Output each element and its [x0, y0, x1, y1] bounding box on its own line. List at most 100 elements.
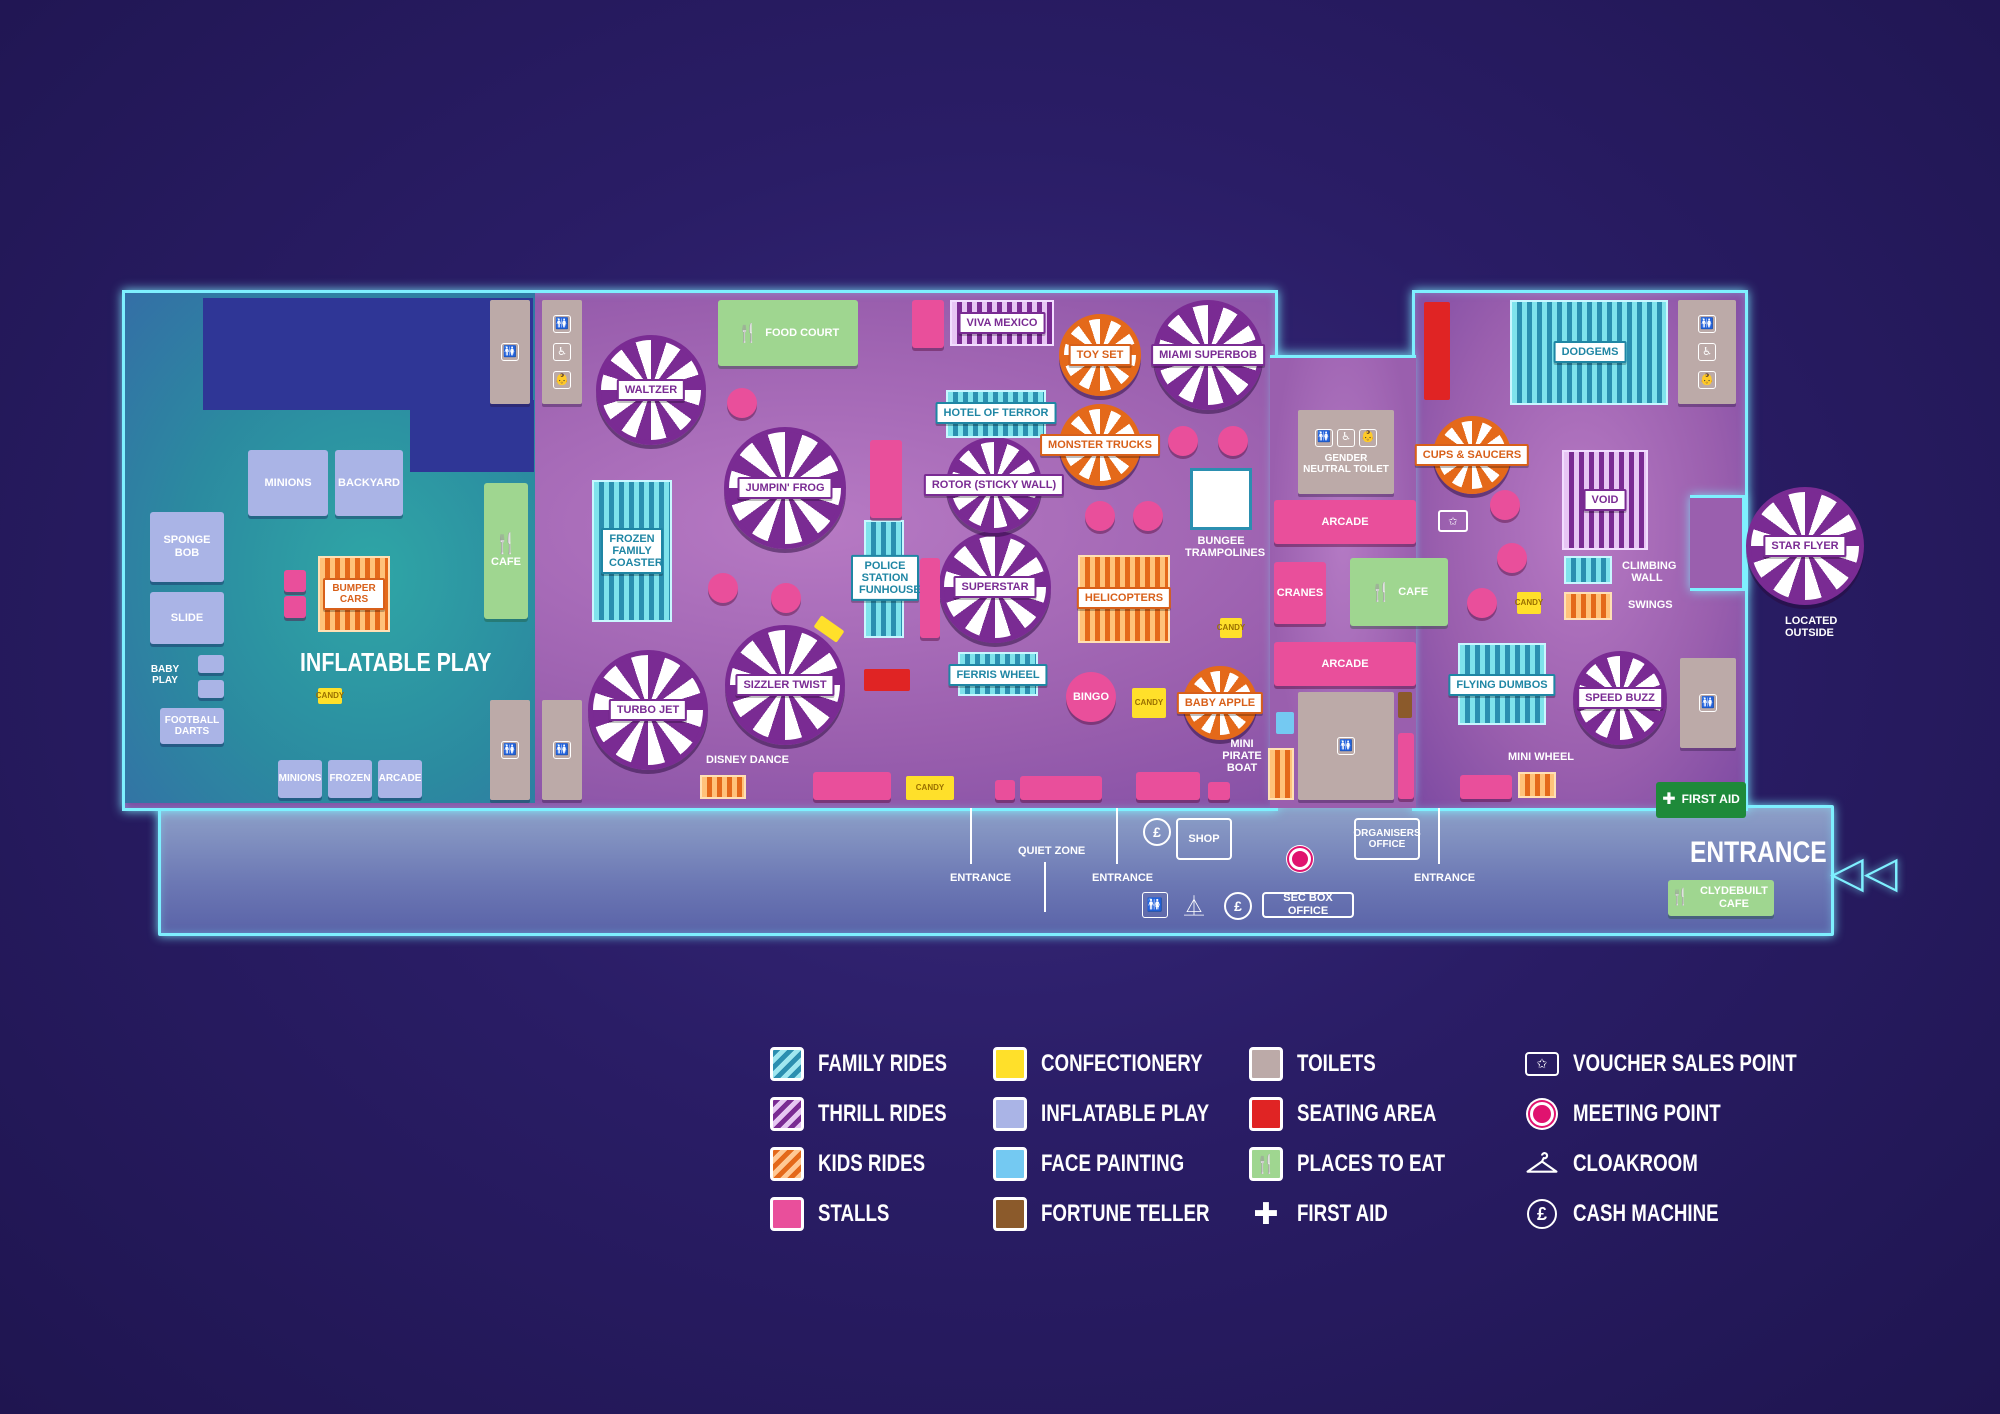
- meeting-point-icon[interactable]: [1286, 845, 1314, 873]
- stall-round[interactable]: [1497, 543, 1527, 573]
- swings-label: SWINGS: [1628, 599, 1673, 611]
- cutlery-icon: 🍴: [1369, 581, 1393, 602]
- dark-blue-area-2: [410, 400, 534, 472]
- inflatable-sponge-bob[interactable]: SPONGE BOB: [150, 512, 224, 582]
- gender-neutral-toilet[interactable]: 🚻 ♿ 👶 GENDER NEUTRAL TOILET: [1298, 410, 1394, 494]
- toilet-icon: 🚻: [501, 343, 519, 361]
- stall-5[interactable]: [995, 780, 1015, 800]
- speed-buzz-label: SPEED BUZZ: [1577, 686, 1663, 710]
- stall-9[interactable]: [1398, 733, 1414, 799]
- stall-1[interactable]: [912, 300, 944, 348]
- ride-mini-pirate-boat[interactable]: [1268, 748, 1294, 800]
- quiet-zone-arrow: [1044, 862, 1046, 912]
- stall-7[interactable]: [1136, 772, 1200, 800]
- viva-mexico-label: VIVA MEXICO: [958, 311, 1046, 335]
- confectionery-inflatable[interactable]: CANDY: [316, 688, 344, 704]
- cafe-main[interactable]: 🍴 CAFE: [1350, 558, 1448, 626]
- confectionery-1[interactable]: CANDY: [1132, 688, 1166, 718]
- stall-round[interactable]: [727, 388, 757, 418]
- toilets-east-north[interactable]: 🚻 ♿ 👶: [1678, 300, 1736, 404]
- toilets-central[interactable]: 🚻: [1298, 692, 1394, 800]
- voucher-icon[interactable]: ✩: [1438, 510, 1468, 532]
- food-court[interactable]: 🍴 FOOD COURT: [718, 300, 858, 366]
- places-to-eat-swatch: 🍴: [1249, 1147, 1283, 1181]
- inflatable-baby-play-2[interactable]: [198, 680, 224, 698]
- toilets-north-1[interactable]: 🚻: [490, 300, 530, 404]
- meeting-point-ring: [1526, 1098, 1558, 1130]
- cafe-inflatable[interactable]: 🍴 CAFE: [484, 483, 528, 619]
- stall-4[interactable]: [813, 772, 891, 800]
- seating-area-2[interactable]: [864, 669, 910, 691]
- voucher-ticket-shape: ✩: [1525, 1052, 1559, 1076]
- toilets-south-1[interactable]: 🚻: [490, 700, 530, 800]
- bingo[interactable]: BINGO: [1066, 672, 1116, 722]
- ride-frozen-family-coaster[interactable]: FROZEN FAMILY COASTER: [592, 480, 672, 622]
- inflatable-slide[interactable]: SLIDE: [150, 592, 224, 644]
- inflatable-football-darts[interactable]: FOOTBALL DARTS: [160, 708, 224, 744]
- stall-6[interactable]: [1020, 776, 1102, 800]
- toilets-swatch: [1249, 1047, 1283, 1081]
- confectionery-4[interactable]: CANDY: [1515, 592, 1543, 614]
- stall-10[interactable]: [1460, 775, 1512, 799]
- toilets-north-2[interactable]: 🚻 ♿ 👶: [542, 300, 582, 404]
- cloakroom-icon[interactable]: ⏅: [1184, 895, 1204, 918]
- clydebuilt-cafe[interactable]: 🍴 CLYDEBUILT CAFE: [1668, 880, 1774, 916]
- ferris-wheel-label: FERRIS WHEEL: [948, 663, 1048, 687]
- cups-saucers-label: CUPS & SAUCERS: [1414, 443, 1530, 467]
- ride-disney-dance[interactable]: [700, 775, 746, 799]
- stall-round[interactable]: [1218, 426, 1248, 456]
- ride-climbing-wall[interactable]: [1564, 556, 1612, 584]
- cranes[interactable]: CRANES: [1274, 562, 1326, 624]
- stall-round[interactable]: [1085, 501, 1115, 531]
- face-painting-swatch: [993, 1147, 1027, 1181]
- ride-bungee-trampolines[interactable]: [1190, 468, 1252, 530]
- inflatable-arcade[interactable]: ARCADE: [378, 760, 422, 798]
- baby-change-icon: 👶: [553, 371, 571, 389]
- stall-round[interactable]: [771, 583, 801, 613]
- stall-3[interactable]: [920, 558, 940, 638]
- gender-neutral-toilet-label: GENDER NEUTRAL TOILET: [1303, 452, 1389, 476]
- inflatable-minions[interactable]: MINIONS: [248, 450, 328, 516]
- stall-8[interactable]: [1208, 782, 1230, 800]
- kids-rides-swatch: [770, 1147, 804, 1181]
- stall-2[interactable]: [870, 440, 902, 518]
- cafe-main-label: CAFE: [1398, 585, 1429, 598]
- inflatable-frozen[interactable]: FROZEN: [328, 760, 372, 798]
- cash-machine-icon[interactable]: £: [1224, 892, 1252, 920]
- bungee-trampolines-label: BUNGEE TRAMPOLINES: [1185, 535, 1266, 560]
- toilets-east-south[interactable]: 🚻: [1680, 658, 1736, 748]
- stall-inflatable-2[interactable]: [284, 596, 306, 618]
- entrance-label-3: ENTRANCE: [1414, 872, 1476, 884]
- arcade-1[interactable]: ARCADE: [1274, 500, 1416, 544]
- stall-round[interactable]: [708, 573, 738, 603]
- inflatable-backyard[interactable]: BACKYARD: [335, 450, 403, 516]
- stalls-swatch: [770, 1197, 804, 1231]
- ride-mini-wheel[interactable]: [1518, 772, 1556, 798]
- arcade-2[interactable]: ARCADE: [1274, 642, 1416, 686]
- sec-box-office[interactable]: SEC BOX OFFICE: [1262, 892, 1354, 918]
- toilets-south-2[interactable]: 🚻: [542, 700, 582, 800]
- confectionery-2[interactable]: CANDY: [906, 776, 954, 800]
- stall-round[interactable]: [1467, 588, 1497, 618]
- stall-round[interactable]: [1168, 426, 1198, 456]
- fortune-teller[interactable]: [1398, 692, 1412, 718]
- inflatable-minions-2[interactable]: MINIONS: [278, 760, 322, 798]
- organisers-office[interactable]: ORGANISERS OFFICE: [1353, 818, 1421, 860]
- cash-machine-icon[interactable]: £: [1143, 818, 1171, 846]
- shop[interactable]: SHOP: [1176, 818, 1232, 860]
- ride-bumper-cars[interactable]: BUMPER CARS: [318, 556, 390, 632]
- entrance-up-arrow-2: [1116, 808, 1118, 864]
- face-painting[interactable]: [1276, 712, 1294, 734]
- seating-area-1[interactable]: [1424, 302, 1450, 400]
- first-aid-post[interactable]: ✚ FIRST AID: [1656, 782, 1746, 818]
- inflatable-baby-play-1[interactable]: [198, 655, 224, 673]
- monster-trucks-label: MONSTER TRUCKS: [1040, 433, 1160, 457]
- stall-inflatable-1[interactable]: [284, 570, 306, 592]
- baby-change-icon: 👶: [1698, 371, 1716, 389]
- first-aid-icon: ✚: [1662, 790, 1676, 808]
- flying-dumbos-label: FLYING DUMBOS: [1448, 673, 1556, 697]
- stall-round[interactable]: [1490, 490, 1520, 520]
- confectionery-3[interactable]: CANDY: [1217, 618, 1245, 638]
- ride-swings[interactable]: [1564, 592, 1612, 620]
- stall-round[interactable]: [1133, 501, 1163, 531]
